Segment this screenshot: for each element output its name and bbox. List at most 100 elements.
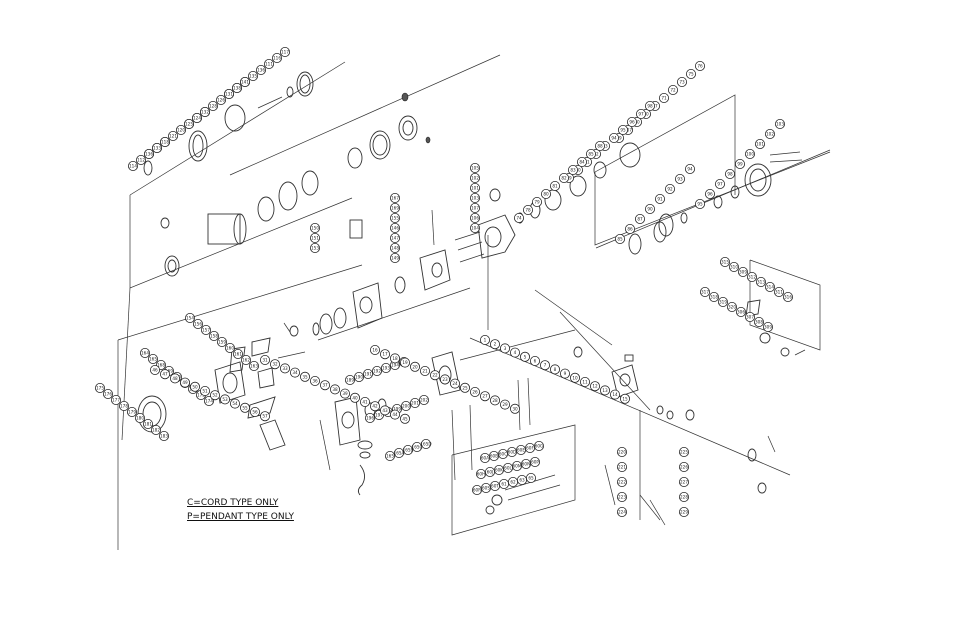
callout-label: 32 [272, 362, 278, 367]
callout-42: 42 [369, 401, 380, 412]
callout-19: 19 [399, 357, 410, 368]
callout-25: 25 [459, 382, 470, 393]
callout-circle [700, 286, 711, 297]
callout-circle [695, 61, 706, 72]
callout-circle [774, 286, 785, 297]
callout-circle [159, 369, 170, 380]
callout-41: 41 [359, 396, 370, 407]
callout-circle [389, 212, 400, 223]
callout-label: 40 [352, 395, 358, 400]
callout-227: 227 [679, 476, 690, 487]
callout-circle [725, 168, 736, 179]
callout-label: 125 [185, 122, 193, 127]
callout-label: 8 [554, 367, 557, 372]
callout-circle [159, 136, 170, 147]
callout-label: 116 [273, 56, 281, 61]
callout-circle [499, 343, 510, 354]
callout-circle [95, 382, 106, 393]
callout-label: 317 [701, 290, 709, 295]
callout-label: 3 [504, 346, 507, 351]
callout-label: 87 [637, 217, 643, 222]
callout-label: 54 [232, 401, 238, 406]
callout-101: 101 [469, 182, 480, 193]
callout-label: 222 [618, 480, 626, 485]
callout-313: 313 [756, 276, 767, 287]
callout-circle [627, 117, 638, 128]
callout-label: 200 [402, 404, 410, 409]
callout-circle [389, 252, 400, 263]
callout-318: 318 [709, 291, 720, 302]
callout-label: 93 [602, 144, 608, 149]
callout-bubbles: 1171161111361351341371401411381311261281… [95, 47, 794, 517]
callout-label: 44 [392, 412, 398, 417]
callout-146: 146 [389, 222, 400, 233]
callout-label: 26 [472, 390, 478, 395]
callout-circle [389, 353, 400, 364]
callout-8: 8 [550, 364, 561, 375]
callout-102: 102 [765, 128, 776, 139]
callout-circle [248, 360, 259, 371]
callout-196: 196 [364, 412, 375, 423]
callout-label: 71 [661, 96, 667, 101]
callout-1: 1 [479, 334, 490, 345]
callout-12: 12 [590, 381, 601, 392]
callout-circle [756, 276, 767, 287]
callout-112: 112 [135, 154, 146, 165]
callout-15: 15 [620, 393, 631, 404]
callout-label: 111 [265, 62, 273, 67]
callout-label: 27 [482, 394, 488, 399]
callout-4: 4 [509, 347, 520, 358]
callout-circle [259, 411, 270, 422]
callout-120: 120 [175, 125, 186, 136]
far-right-small-parts [745, 299, 806, 357]
callout-225: 225 [679, 446, 690, 457]
callout-label: 104 [471, 226, 479, 231]
callout-label: 96 [629, 120, 635, 125]
callout-label: 149 [391, 256, 399, 261]
callout-circle [645, 203, 656, 214]
callout-circle [720, 256, 731, 267]
callout-label: 48 [172, 376, 178, 381]
callout-label: 220 [618, 450, 626, 455]
callout-111: 111 [263, 59, 274, 70]
callout-circle [617, 491, 628, 502]
callout-label: 227 [680, 480, 688, 485]
callout-circle [541, 188, 552, 199]
callout-131: 131 [223, 89, 234, 100]
callout-circle [617, 506, 628, 517]
callout-20: 20 [409, 361, 420, 372]
callout-label: 42 [372, 404, 378, 409]
callout-circle [309, 242, 320, 253]
callout-114: 114 [127, 160, 138, 171]
callout-label: 224 [618, 510, 626, 515]
callout-label: 121 [169, 134, 177, 139]
callout-circle [679, 506, 690, 517]
callout-circle [111, 394, 122, 405]
callout-label: 86 [627, 227, 633, 232]
callout-220: 220 [617, 446, 628, 457]
callout-45: 45 [399, 413, 410, 424]
callout-circle [686, 69, 697, 80]
callout-60G: 60G [534, 440, 545, 451]
callout-label: 136 [257, 68, 265, 73]
callout-label: 95 [620, 128, 626, 133]
callout-circle [371, 365, 382, 376]
callout-label: 43 [382, 408, 388, 413]
callout-54: 54 [229, 398, 240, 409]
callout-circle [540, 360, 551, 371]
callout-circle [389, 202, 400, 213]
callout-17: 17 [379, 349, 390, 360]
callout-label: 49 [182, 380, 188, 385]
callout-label: 9 [564, 371, 567, 376]
callout-105: 105 [469, 162, 480, 173]
callout-32: 32 [269, 359, 280, 370]
callout-6: 6 [530, 355, 541, 366]
callout-87: 87 [635, 213, 646, 224]
callout-23: 23 [439, 374, 450, 385]
callout-circle [239, 402, 250, 413]
callout-label: 98 [647, 104, 653, 109]
callout-circle [199, 107, 210, 118]
callout-circle [362, 368, 373, 379]
callout-label: 201 [411, 401, 419, 406]
callout-label: 60C [499, 452, 507, 457]
